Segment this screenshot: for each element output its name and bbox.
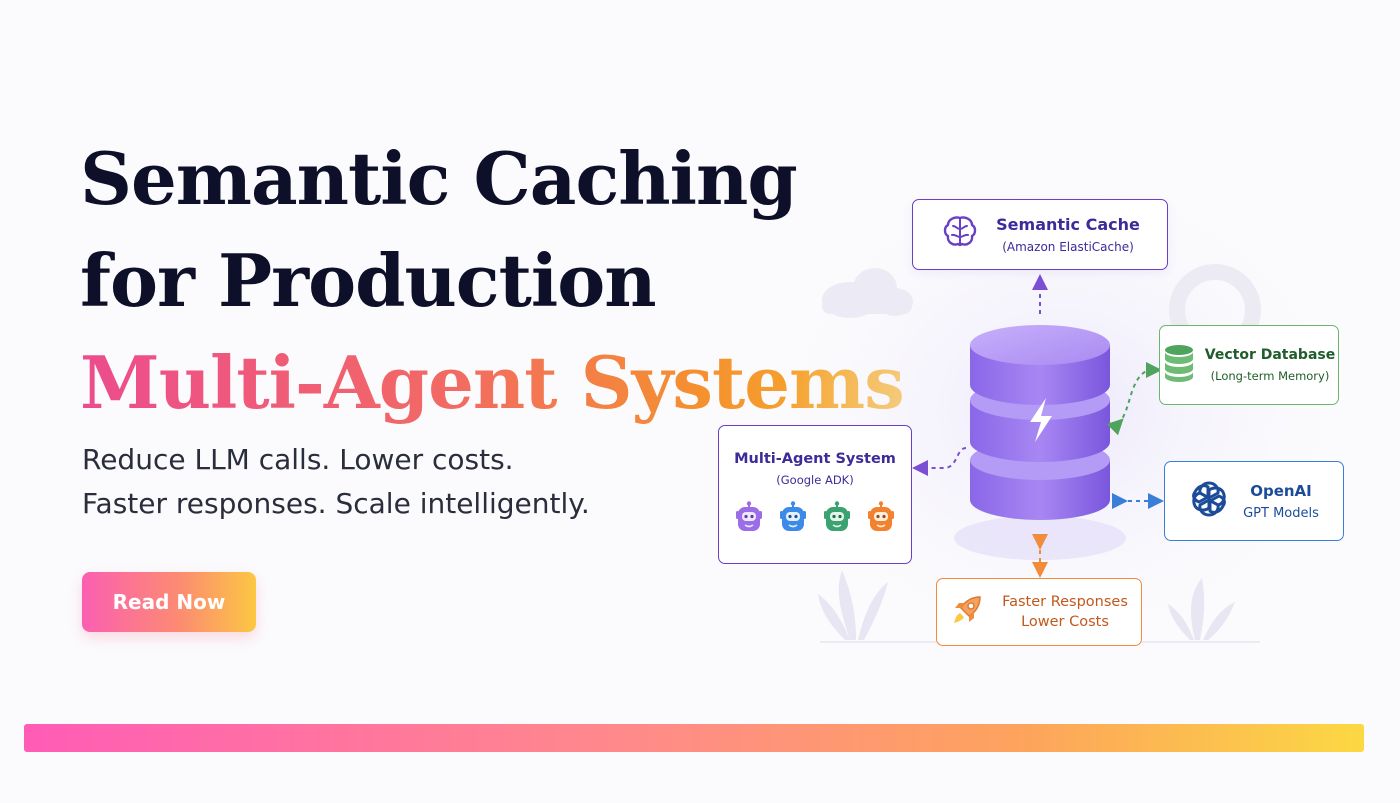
openai-title: OpenAI <box>1250 481 1312 500</box>
robot-icon <box>734 501 764 538</box>
openai-subtitle: GPT Models <box>1243 505 1319 521</box>
agent-robots <box>734 501 896 538</box>
subtitle-line-1: Reduce LLM calls. Lower costs. <box>82 443 514 476</box>
performance-subtitle: Lower Costs <box>1021 614 1109 630</box>
vector-database-title: Vector Database <box>1204 347 1336 363</box>
openai-logo-icon <box>1189 479 1229 524</box>
performance-title: Faster Responses <box>1002 594 1128 610</box>
cache-cylinder <box>954 325 1126 560</box>
vector-database-node: Vector Database (Long-term Memory) <box>1159 325 1339 405</box>
cloud-icon <box>822 268 913 318</box>
multi-agent-title: Multi-Agent System <box>734 451 896 467</box>
vector-database-subtitle: (Long-term Memory) <box>1210 369 1330 383</box>
page-title: Semantic Caching for Production Multi-Ag… <box>80 128 905 434</box>
arrow-to-multi-agent <box>912 447 967 476</box>
multi-agent-subtitle: (Google ADK) <box>776 473 854 487</box>
rocket-icon <box>950 593 984 632</box>
robot-icon <box>822 501 852 538</box>
semantic-cache-subtitle: (Amazon ElastiCache) <box>1002 240 1134 254</box>
robot-icon <box>778 501 808 538</box>
semantic-cache-title: Semantic Cache <box>996 215 1140 234</box>
title-line-3: Multi-Agent Systems <box>80 332 905 434</box>
performance-node: Faster Responses Lower Costs <box>936 578 1142 646</box>
plant-icon <box>818 570 1235 640</box>
subtitle-line-2: Faster responses. Scale intelligently. <box>82 487 590 520</box>
lightning-bolt-icon <box>1030 398 1052 442</box>
multi-agent-system-node: Multi-Agent System (Google ADK) <box>718 425 912 564</box>
arrow-to-vector-database <box>1106 362 1162 436</box>
architecture-diagram: Semantic Cache (Amazon ElastiCache) Vect… <box>700 180 1390 670</box>
gradient-bottom-bar <box>24 724 1364 752</box>
subtitle: Reduce LLM calls. Lower costs. Faster re… <box>82 438 590 526</box>
brain-icon <box>940 212 980 257</box>
database-icon <box>1163 343 1195 388</box>
semantic-cache-node: Semantic Cache (Amazon ElastiCache) <box>912 199 1168 270</box>
title-line-1: Semantic Caching <box>80 136 798 221</box>
read-now-button[interactable]: Read Now <box>82 572 256 632</box>
robot-icon <box>866 501 896 538</box>
title-line-2: for Production <box>80 238 657 323</box>
openai-node: OpenAI GPT Models <box>1164 461 1344 541</box>
